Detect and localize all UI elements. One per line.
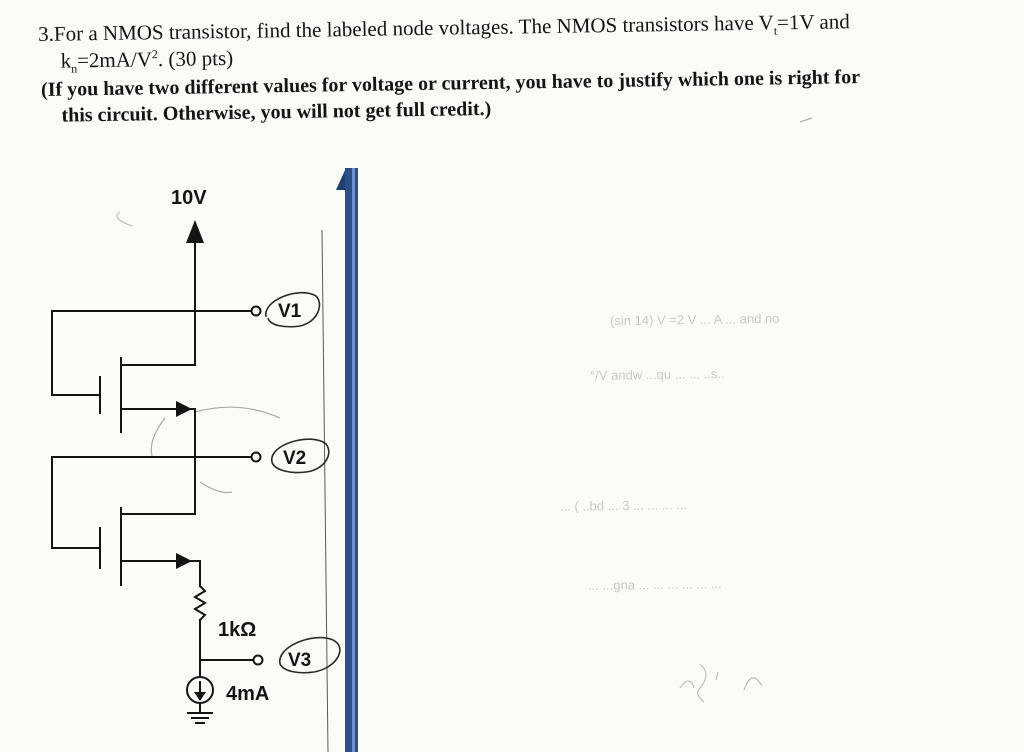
pencil-scribble [679, 663, 763, 703]
node-v3-hand-circle [279, 636, 341, 674]
pencil-scribble [199, 481, 233, 494]
pencil-scribble [194, 406, 281, 419]
binder-edge [345, 168, 358, 752]
supply-arrow-icon [186, 220, 204, 243]
current-source-label: 4mA [226, 683, 269, 705]
pencil-scribble [799, 117, 813, 123]
node-v2-terminal [250, 451, 262, 463]
node-v3-label: V3 [288, 650, 311, 671]
m1-source-arrow-icon [176, 401, 192, 417]
node-v2-hand-circle [271, 438, 330, 474]
node-v1-hand-circle [265, 291, 321, 328]
current-source-icon [186, 676, 214, 704]
node-v1-label: V1 [278, 301, 302, 322]
node-v3-terminal [252, 654, 264, 666]
current-source-arrowhead-icon [194, 692, 206, 701]
pencil-scribble [150, 417, 166, 457]
supply-label: 10V [171, 187, 207, 209]
pencil-scribble [116, 211, 133, 227]
binder-edge-highlight [352, 168, 355, 752]
circuit-wires [51, 239, 255, 724]
page-edge-line [321, 229, 329, 752]
node-v2-label: V2 [283, 448, 306, 469]
m2-source-arrow-icon [176, 553, 192, 569]
resistor-label: 1kΩ [218, 619, 256, 641]
node-v1-terminal [250, 305, 262, 317]
